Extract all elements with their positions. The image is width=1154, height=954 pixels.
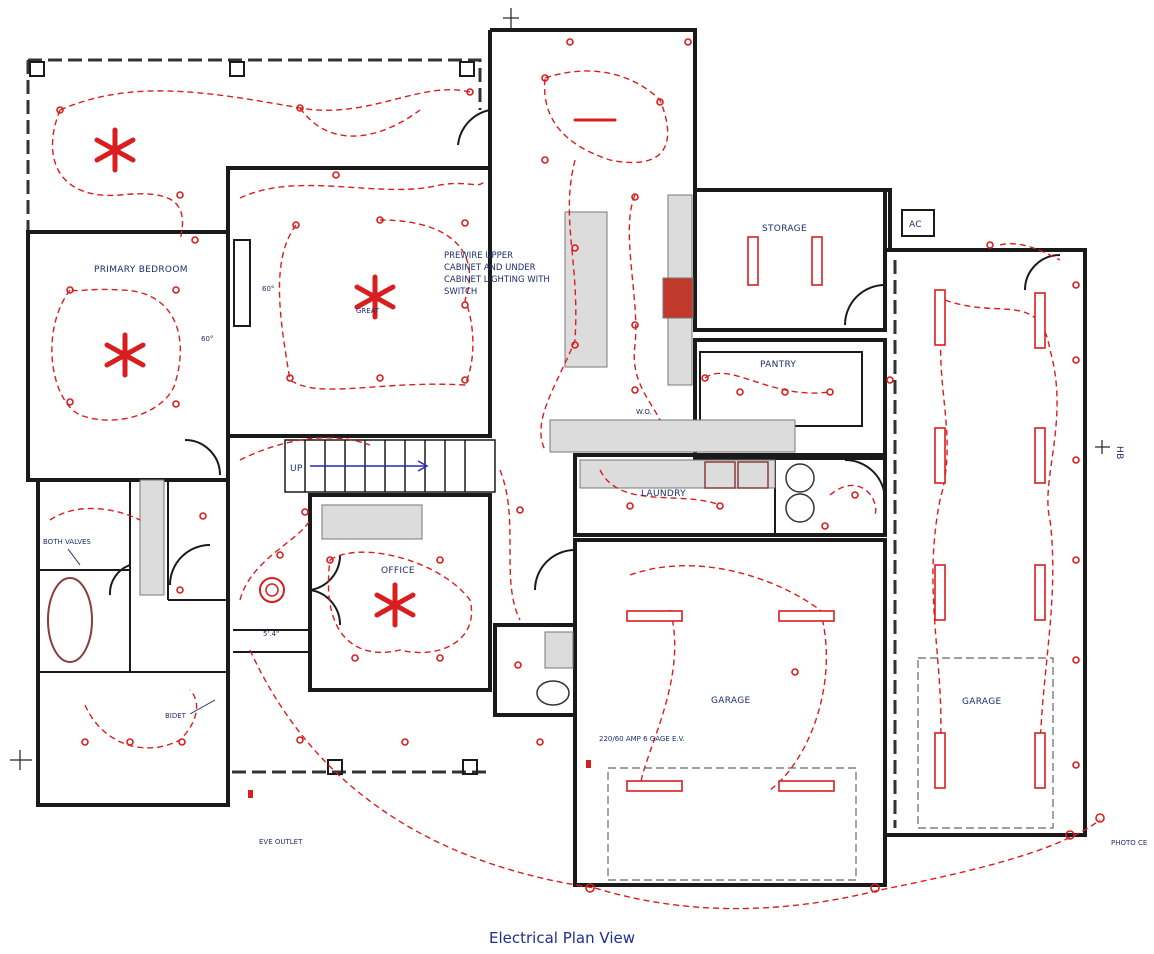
ceiling-fan-bedroom bbox=[104, 332, 146, 378]
note-ev-charger: 220/60 AMP 6 GAGE E.V. bbox=[599, 735, 685, 743]
devices bbox=[56, 38, 1105, 893]
stairs bbox=[284, 439, 496, 493]
room-label-great: GREAT bbox=[356, 307, 380, 315]
ceiling-fan-office bbox=[374, 582, 416, 628]
dryer bbox=[737, 461, 769, 489]
ceiling-fan-porch bbox=[94, 127, 136, 173]
ceiling-fan-great bbox=[354, 274, 396, 320]
note-wo: W.O. bbox=[636, 408, 652, 416]
note-prewire-line1: PREWIRE UPPER bbox=[444, 251, 513, 261]
label-ac-unit: AC bbox=[909, 220, 922, 230]
note-prewire-line3: CABINET LIGHTING WITH bbox=[444, 275, 550, 285]
note-both-valves: BOTH VALVES bbox=[43, 538, 91, 546]
room-label-garage-main: GARAGE bbox=[711, 696, 750, 706]
room-label-laundry: LAUNDRY bbox=[641, 489, 686, 499]
drawing-title: Electrical Plan View bbox=[489, 929, 635, 947]
note-prewire-line2: CABINET AND UNDER bbox=[444, 263, 536, 273]
room-label-pantry: PANTRY bbox=[760, 360, 796, 370]
chandelier-entry bbox=[259, 577, 285, 603]
note-eve-outlet: EVE OUTLET bbox=[259, 838, 303, 846]
counters bbox=[47, 194, 815, 706]
range-cooktop bbox=[662, 277, 694, 319]
toilet bbox=[536, 680, 570, 706]
note-photo-cell: PHOTO CE bbox=[1111, 839, 1147, 847]
room-label-primary-bedroom: PRIMARY BEDROOM bbox=[94, 265, 188, 275]
water-heater-1 bbox=[785, 463, 815, 493]
label-hose-bib: HB bbox=[1114, 446, 1124, 460]
bathtub bbox=[47, 577, 93, 663]
room-label-storage: STORAGE bbox=[762, 224, 807, 234]
strip-fixtures bbox=[626, 236, 1046, 792]
room-label-office: OFFICE bbox=[381, 566, 415, 576]
label-angle-2: 60° bbox=[201, 335, 213, 343]
walls bbox=[26, 28, 1087, 887]
label-dimension: 5'.4" bbox=[263, 630, 279, 638]
water-heater-2 bbox=[785, 493, 815, 523]
label-stairs-up: UP bbox=[290, 464, 303, 474]
circuits bbox=[49, 70, 1101, 910]
washer bbox=[704, 461, 736, 489]
label-angle-1: 60° bbox=[262, 285, 274, 293]
marker-crosshairs bbox=[10, 8, 1110, 770]
note-prewire-line4: SWITCH bbox=[444, 287, 477, 297]
room-label-garage-side: GARAGE bbox=[962, 697, 1001, 707]
note-bidet: BIDET bbox=[165, 712, 187, 720]
